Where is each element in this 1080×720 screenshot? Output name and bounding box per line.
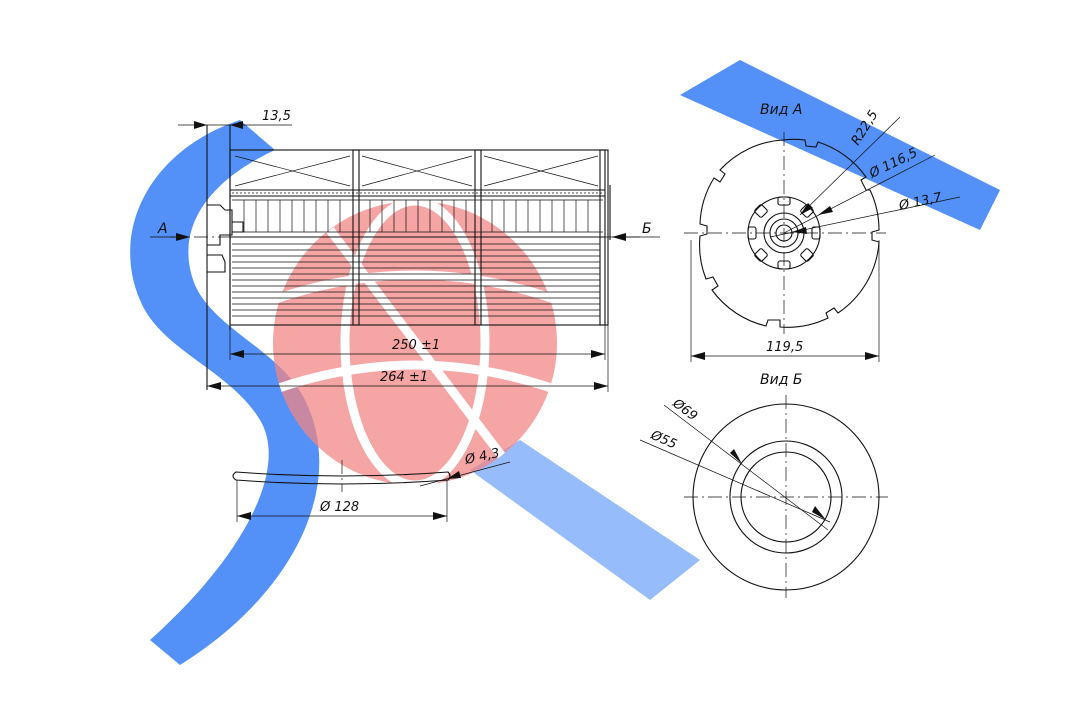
view-arrow-a-label: А: [157, 221, 168, 237]
watermark-logo: [130, 60, 1000, 665]
dim-body-length: 250 ±1: [229, 325, 606, 360]
dim-body-length-label: 250 ±1: [392, 338, 440, 353]
boss-lugs: [747, 196, 821, 270]
dim-gasket-section-label: Ø 4,3: [463, 446, 501, 468]
dim-view-b-diameter-inner-label: Ø55: [647, 428, 678, 453]
pleats: [232, 243, 600, 317]
view-arrow-b-label: Б: [642, 221, 652, 237]
view-b-title: Вид Б: [760, 372, 802, 388]
dim-view-a-width-label: 119,5: [766, 340, 803, 355]
watermark-blue-stroke-lower: [470, 440, 700, 600]
dim-flange: 13,5: [178, 109, 292, 129]
dim-flange-label: 13,5: [262, 109, 291, 124]
view-arrow-a: А: [150, 221, 190, 241]
dim-overall-length: 264 ±1: [207, 325, 609, 392]
view-arrow-b: Б: [612, 221, 660, 241]
side-view: [170, 125, 640, 390]
gasket-view: Ø 128 Ø 4,3: [232, 446, 511, 522]
dim-overall-length-label: 264 ±1: [380, 370, 428, 385]
watermark-blue-stroke-right: [680, 60, 1000, 230]
watermark-blue-stroke: [130, 120, 320, 665]
slots: [232, 199, 603, 233]
dim-gasket-diameter-label: Ø 128: [319, 500, 359, 515]
dim-view-b-diameter-outer-label: Ø69: [669, 396, 700, 425]
view-a-title: Вид А: [760, 102, 802, 118]
